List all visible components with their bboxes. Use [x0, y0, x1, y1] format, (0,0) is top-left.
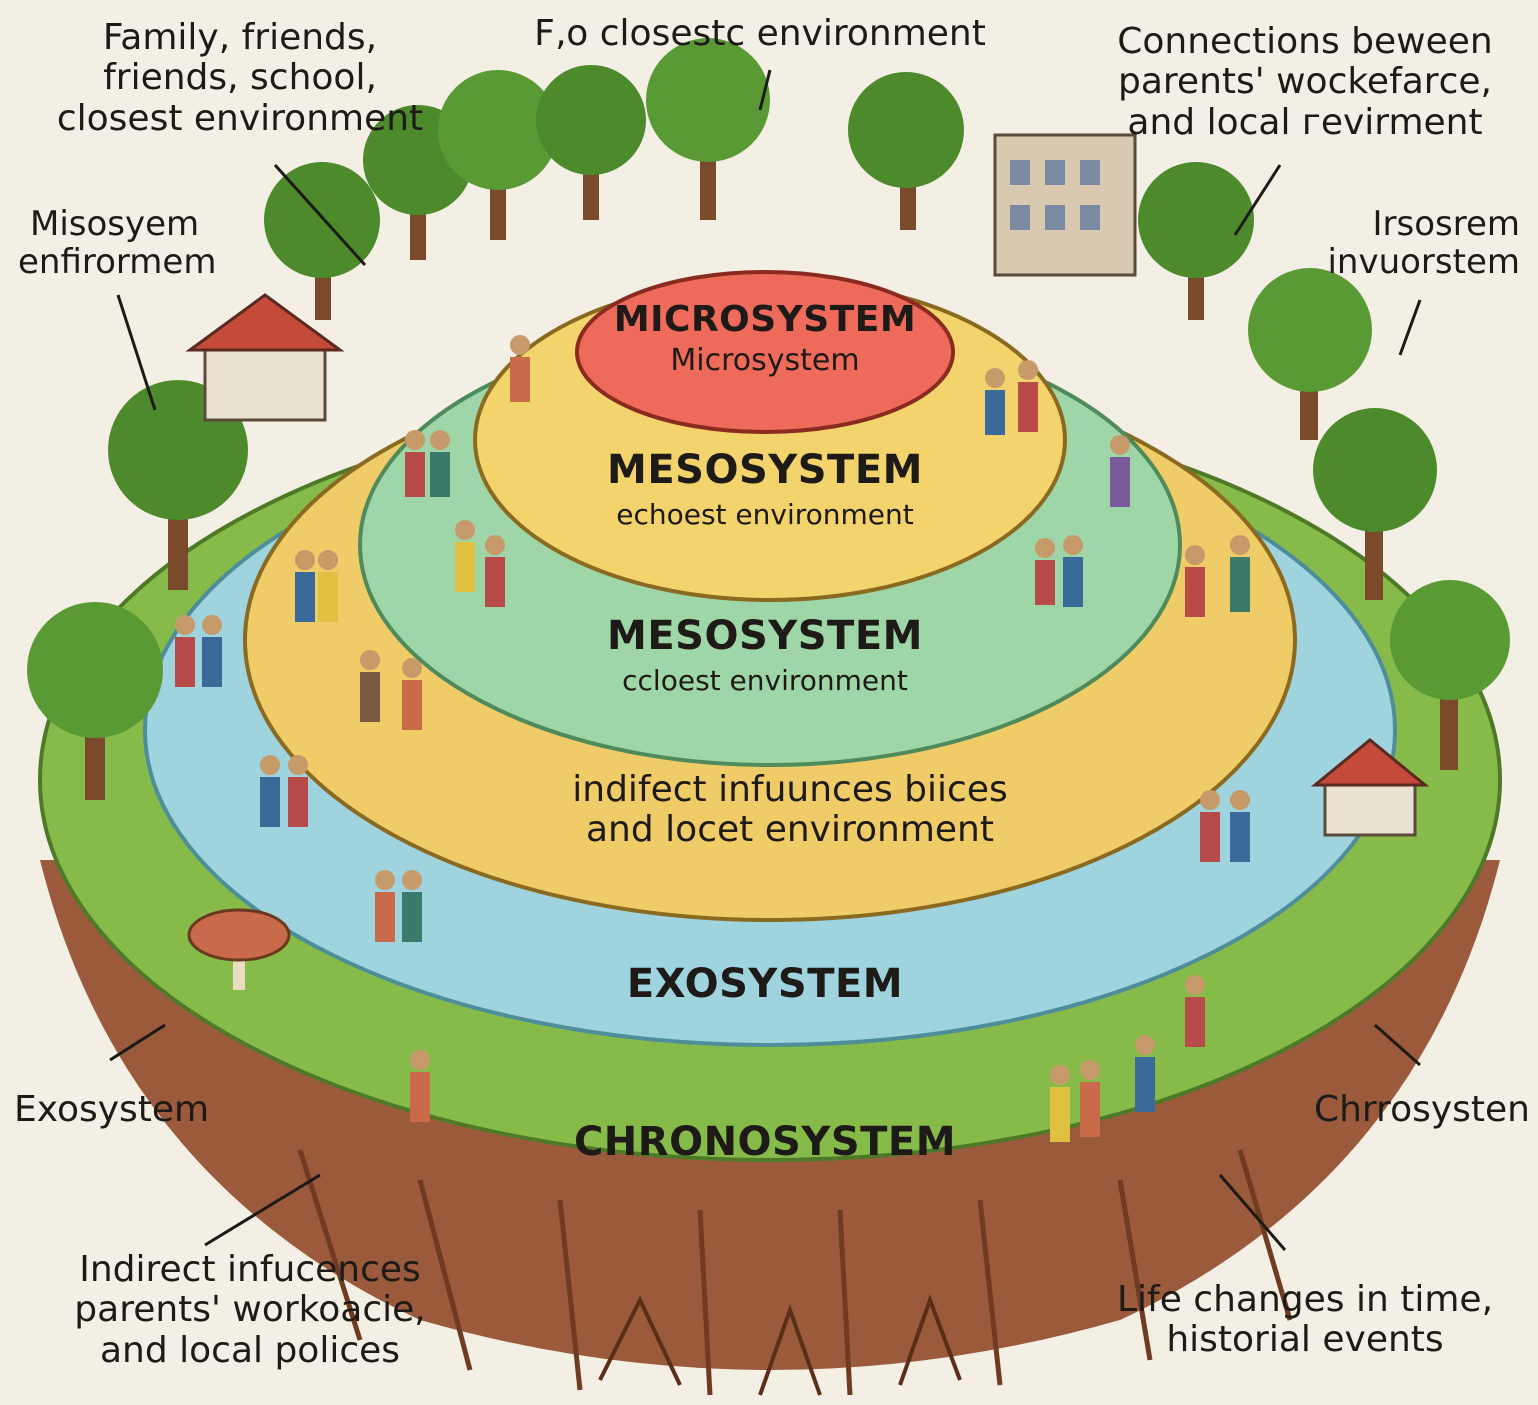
annotation-line: Exosystem: [14, 1090, 209, 1130]
annotation-line: Irsosrem: [1290, 205, 1520, 243]
annotation-line: Life changes in time,: [1085, 1280, 1525, 1320]
person-icon: [295, 550, 315, 622]
person-icon: [455, 520, 475, 592]
person-icon: [360, 650, 380, 722]
building-icon: [995, 135, 1135, 275]
annotation-top-center: F‚o closestc environment: [470, 14, 1050, 54]
exosystem-caption: indifect infuunces biices and locet envi…: [470, 770, 1110, 851]
person-icon: [1230, 535, 1250, 612]
person-icon: [1185, 545, 1205, 617]
annotation-line: friends, school,: [55, 58, 425, 98]
annotation-line: Misosyem: [18, 205, 268, 243]
person-icon: [430, 430, 450, 497]
person-icon: [1200, 790, 1220, 862]
microsystem-subtitle: Microsystem: [565, 344, 965, 378]
microsystem-title: MICROSYSTEM: [565, 300, 965, 340]
person-icon: [1135, 1035, 1155, 1112]
annotation-bottom-right-label: Chrrosysten: [1280, 1090, 1530, 1130]
mesosystem-inner-label: MESOSYSTEM echoest environment: [565, 448, 965, 530]
annotation-line: Chrrosysten: [1280, 1090, 1530, 1130]
annotation-line: historial events: [1085, 1320, 1525, 1360]
person-icon: [1018, 360, 1038, 432]
mesosystem-inner-subtitle: echoest environment: [565, 499, 965, 530]
exosystem-caption-line: indifect infuunces biices: [470, 770, 1110, 810]
chronosystem-label: CHRONOSYSTEM: [515, 1120, 1015, 1165]
annotation-line: and local polices: [30, 1331, 470, 1371]
tree-icon: [1138, 162, 1254, 320]
exosystem-label: EXOSYSTEM: [565, 962, 965, 1007]
person-icon: [202, 615, 222, 687]
person-icon: [402, 658, 422, 730]
mesosystem-outer-title: MESOSYSTEM: [565, 614, 965, 659]
annotation-line: and local гevirment: [1080, 103, 1530, 143]
annotation-top-left: Family, friends, friends, school, closes…: [55, 18, 425, 139]
tree-icon: [646, 38, 770, 220]
annotation-line: closest environment: [55, 99, 425, 139]
person-icon: [260, 755, 280, 827]
chronosystem-title: CHRONOSYSTEM: [515, 1120, 1015, 1165]
annotation-top-right: Connections beweеn parents' woсkefarсe, …: [1080, 22, 1530, 143]
person-icon: [985, 368, 1005, 435]
microsystem-label: MICROSYSTEM Microsystem: [565, 300, 965, 378]
mesosystem-inner-title: MESOSYSTEM: [565, 448, 965, 493]
person-icon: [1050, 1065, 1070, 1142]
annotation-bottom-left: Indirect infucences parents' workoacie, …: [30, 1250, 470, 1371]
mesosystem-outer-subtitle: ccloest environment: [565, 665, 965, 696]
annotation-line: Family, friends,: [55, 18, 425, 58]
annotation-line: F‚o closestc environment: [470, 14, 1050, 54]
annotation-line: parents' workoacie,: [30, 1290, 470, 1330]
annotation-line: enfirormem: [18, 243, 268, 281]
mesosystem-outer-label: MESOSYSTEM ccloest environment: [565, 614, 965, 696]
annotation-mid-left: Misosyem enfirormem: [18, 205, 268, 281]
person-icon: [1063, 535, 1083, 607]
annotation-line: Connections beweеn: [1080, 22, 1530, 62]
person-icon: [318, 550, 338, 622]
person-icon: [1035, 538, 1055, 605]
person-icon: [1110, 435, 1130, 507]
person-icon: [375, 870, 395, 942]
annotation-line: parents' woсkefarсe,: [1080, 62, 1530, 102]
annotation-bottom-right: Life changes in time, historial events: [1085, 1280, 1525, 1361]
exosystem-caption-line: and locet environment: [470, 810, 1110, 850]
tree-icon: [536, 65, 646, 220]
exosystem-title: EXOSYSTEM: [565, 962, 965, 1007]
tree-icon: [848, 72, 964, 230]
person-icon: [405, 430, 425, 497]
person-icon: [175, 615, 195, 687]
person-icon: [510, 335, 530, 402]
annotation-mid-right: Irsosrem invuorstem: [1290, 205, 1520, 281]
annotation-line: Indirect infucences: [30, 1250, 470, 1290]
annotation-line: invuorstem: [1290, 243, 1520, 281]
person-icon: [485, 535, 505, 607]
person-icon: [1230, 790, 1250, 862]
annotation-bottom-left-label: Exosystem: [14, 1090, 209, 1130]
person-icon: [1185, 975, 1205, 1047]
person-icon: [288, 755, 308, 827]
person-icon: [410, 1050, 430, 1122]
person-icon: [402, 870, 422, 942]
person-icon: [1080, 1060, 1100, 1137]
tree-icon: [264, 162, 380, 320]
tree-icon: [438, 70, 558, 240]
